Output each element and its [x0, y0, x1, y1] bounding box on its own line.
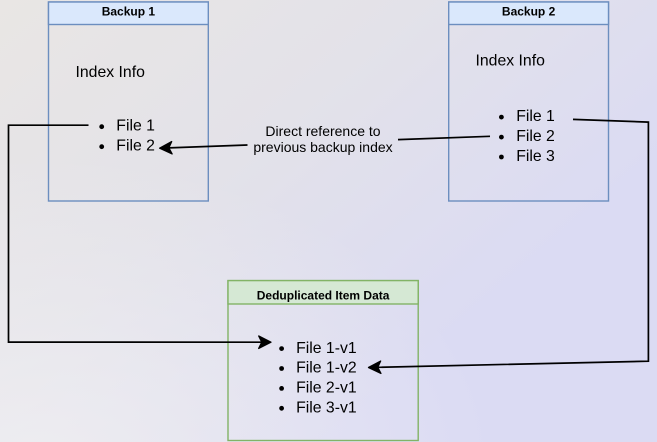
svg-text:Index Info: Index Info [476, 53, 546, 70]
svg-text:File 3: File 3 [516, 148, 555, 165]
svg-text:Direct reference to: Direct reference to [265, 123, 380, 139]
svg-text:File 1-v1: File 1-v1 [296, 340, 357, 357]
svg-text:Index Info: Index Info [76, 64, 146, 81]
svg-text:File 2: File 2 [516, 128, 555, 145]
svg-text:File 3-v1: File 3-v1 [296, 400, 357, 417]
svg-text:File 1: File 1 [116, 118, 155, 135]
svg-text:previous backup index: previous backup index [253, 139, 392, 155]
svg-text:File 1: File 1 [516, 108, 555, 125]
svg-text:File 2-v1: File 2-v1 [296, 380, 357, 397]
svg-text:Backup 1: Backup 1 [102, 5, 156, 19]
svg-text:Backup 2: Backup 2 [502, 5, 556, 19]
svg-text:File 2: File 2 [116, 138, 155, 155]
svg-text:File 1-v2: File 1-v2 [296, 360, 357, 377]
svg-text:Deduplicated Item Data: Deduplicated Item Data [257, 288, 390, 302]
